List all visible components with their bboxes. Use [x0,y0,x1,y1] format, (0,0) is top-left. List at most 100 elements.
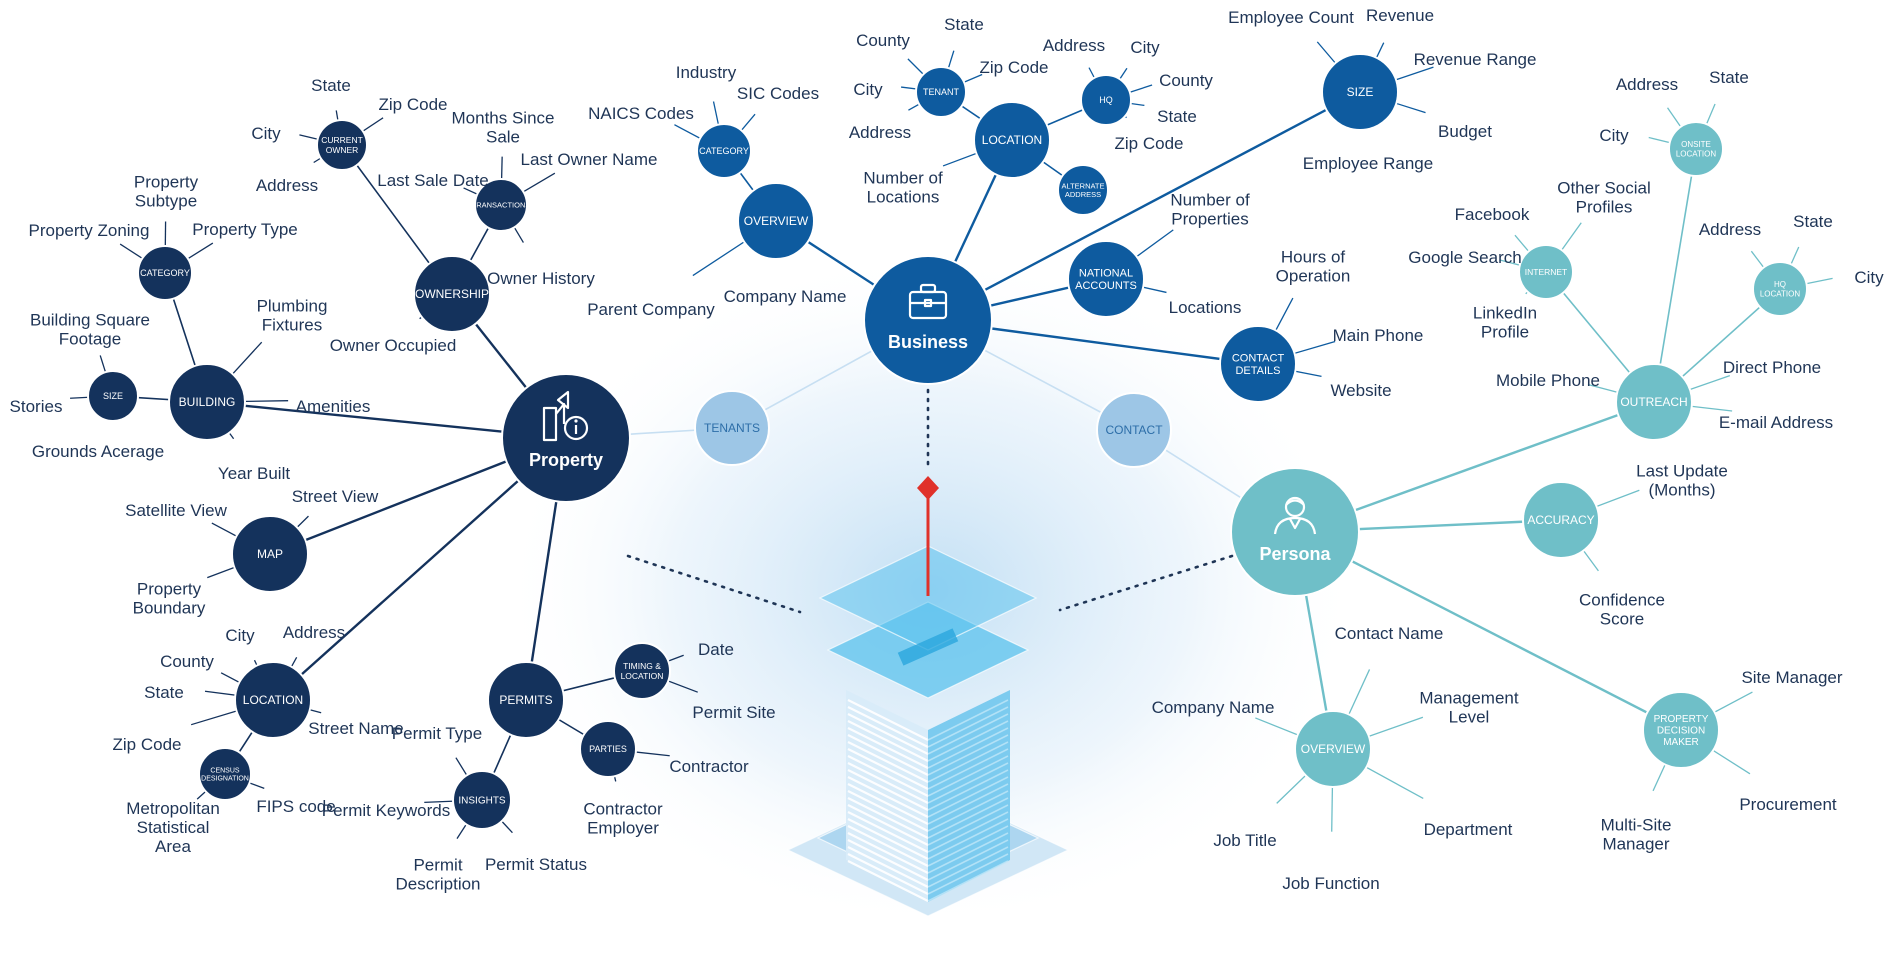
node-circle [501,373,631,503]
tower-stripe [847,797,929,839]
attribute-label-r-last-update: Last Update(Months) [1636,462,1728,500]
node-label: TENANTS [704,421,760,435]
node-circle [863,255,993,385]
building-info-icon [542,390,589,442]
tower-stripe [847,839,929,881]
tower-stripe [847,741,929,783]
tower-stripe [847,713,929,755]
attribute-label-p-city: City [251,124,281,143]
attribute-label-p-owner-occupied: Owner Occupied [330,336,457,355]
node-circle [1615,363,1693,441]
node-connector [1653,148,1697,403]
attribute-label-b-hq-address: Address [1043,36,1105,55]
node-p-loc: LOCATION [234,661,312,739]
dotted-connector [626,554,802,614]
hub-label: Business [888,332,968,352]
attribute-label-p-state: State [311,76,351,95]
node-circle [452,770,512,830]
attribute-label-r-department: Department [1424,820,1513,839]
tower-stripe [847,776,929,818]
node-parties: PARTIES [579,720,637,778]
attribute-label-p-loc-state: State [144,683,184,702]
node-circle [168,363,246,441]
attribute-label-p-fips: FIPS code [256,797,335,816]
attribute-label-p-loc-street: Street Name [308,719,403,738]
red-arrow-head [917,476,939,500]
node-circle [1642,691,1720,769]
node-circle [613,642,671,700]
attribute-label-p-type: Property Type [192,220,298,239]
tower-stripe [847,762,929,804]
attribute-label-b-revenue: Revenue [1366,6,1434,25]
attribute-label-b-hq-county: County [1159,71,1213,90]
attribute-label-b-revenue-range: Revenue Range [1414,50,1537,69]
tower-stripe [927,860,1009,902]
attribute-label-p-date: Date [698,640,734,659]
node-label: CONTACT [1105,423,1163,437]
node-label: ACCURACY [1527,513,1594,527]
tower-stripe [927,755,1009,797]
tower-stripe [927,706,1009,748]
node-circle [1230,467,1360,597]
tower-stripe [847,811,929,853]
node-circle [1080,74,1132,126]
briefcase-icon [908,283,948,320]
tower-stripe [927,741,1009,783]
attribute-label-p-permit-keywords: Permit Keywords [322,801,450,820]
attribute-label-r-address: Address [1616,75,1678,94]
attribute-label-r-state: State [1709,68,1749,87]
node-building: BUILDING [168,363,246,441]
tower-stripe [847,755,929,797]
node-circle [694,390,770,466]
node-label: TIMING &LOCATION [621,661,664,681]
attribute-label-p-grounds: Grounds Acerage [32,442,164,461]
node-label: TENANT [923,87,960,97]
node-circle [915,66,967,118]
attribute-label-b-state: State [944,15,984,34]
tower-stripe [927,762,1009,804]
node-label: SIZE [1347,85,1374,99]
tower-stripe [927,776,1009,818]
node-connector [272,437,567,701]
node-p-cat: CATEGORY [137,245,193,301]
node-connector [1294,530,1682,732]
tower-stripe [847,769,929,811]
tower-stripe [927,853,1009,895]
node-label: LOCATION [982,133,1042,147]
node-b-cat: CATEGORY [696,123,752,179]
dotted-connector [1058,554,1234,612]
attribute-label-p-satellite: Satellite View [125,501,227,520]
node-b-loc: LOCATION [973,101,1051,179]
attribute-label-b-city: City [853,80,883,99]
node-label: BUILDING [179,395,236,409]
tower-stripe [927,825,1009,867]
node-insights: INSIGHTS [452,770,512,830]
node-circle [1219,325,1297,403]
node-timing: TIMING &LOCATION [613,642,671,700]
attribute-label-r-job-function: Job Function [1282,874,1379,893]
node-circle [1067,240,1145,318]
attribute-label-p-loc-county: County [160,652,214,671]
node-label: SIZE [103,391,123,401]
attribute-label-r-hq-state: State [1793,212,1833,231]
node-circle [137,245,193,301]
tower-stripe [927,699,1009,741]
attribute-label-b-naics: NAICS Codes [588,104,694,123]
node-label: CATEGORY [699,146,749,156]
tower-stripe [927,769,1009,811]
node-label: INSIGHTS [458,796,506,807]
node-label: PARTIES [589,744,627,754]
